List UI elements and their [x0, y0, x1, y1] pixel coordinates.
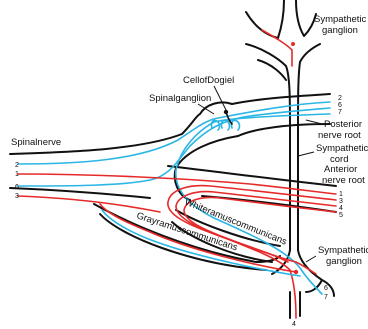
- anterior-nerve-root-label-line1: Anterior: [324, 164, 357, 175]
- gray-ramus-fiber-blue: [102, 210, 300, 276]
- sympathetic-ganglion-bottom-label-line1: Sympathetic: [318, 245, 368, 256]
- spinal-nerve-label: Spinalnerve: [11, 137, 61, 148]
- bottom-ganglion-outline: [272, 250, 334, 318]
- top-ganglion-fiber: [262, 30, 292, 66]
- bottom-ganglion-number-7: 7: [324, 294, 328, 301]
- sympathetic-ganglion-top-label-line2: ganglion: [322, 25, 358, 36]
- top-ganglion-cell: [291, 42, 295, 46]
- labels: Sympathetic ganglion CellofDogiel Spinal…: [11, 14, 368, 267]
- sympathetic-ganglion-bottom-leader: [306, 256, 316, 262]
- spinal-nerve-number-1: 1: [15, 171, 19, 178]
- posterior-root-number-2: 2: [338, 95, 342, 102]
- anterior-root-number-5: 5: [339, 212, 343, 219]
- anterior-root-number-3: 3: [339, 198, 343, 205]
- anterior-root-upper: [168, 166, 336, 186]
- spinal-nerve-number-2: 2: [15, 162, 19, 169]
- posterior-root-number-6: 6: [338, 102, 342, 109]
- fibers: [18, 102, 336, 318]
- spinal-ganglion-label: Spinalganglion: [149, 93, 211, 104]
- sympathetic-cord-leader: [298, 152, 314, 156]
- posterior-root-number-7: 7: [338, 109, 342, 116]
- nerve-roots-outline: [10, 94, 336, 270]
- ganglion-cell-loop-3: [231, 120, 239, 130]
- anterior-root-number-4: 4: [339, 205, 343, 212]
- spinal-nerve-number-6: 6: [15, 184, 19, 191]
- sympathetic-cord-label-line1: Sympathetic: [316, 143, 368, 154]
- fiber-2-sensory: [18, 102, 330, 164]
- cell-of-dogiel-label: CellofDogiel: [183, 75, 234, 86]
- anterior-nerve-root-label-line2: nerve root: [322, 175, 365, 186]
- bottom-ganglion-number-4: 4: [292, 321, 296, 328]
- cell-of-dogiel-leader: [214, 86, 226, 110]
- bottom-ganglion-number-6: 6: [324, 285, 328, 292]
- spinal-nerve-number-3: 3: [15, 193, 19, 200]
- posterior-nerve-root-label-line1: Posterior: [324, 119, 362, 130]
- sympathetic-ganglion-bottom-label-line2: ganglion: [326, 256, 362, 267]
- posterior-nerve-root-label-line2: nerve root: [318, 130, 361, 141]
- sympathetic-ganglion-top-label-line1: Sympathetic: [314, 14, 367, 25]
- posterior-root-lower: [238, 124, 330, 136]
- anterior-root-number-1: 1: [339, 191, 343, 198]
